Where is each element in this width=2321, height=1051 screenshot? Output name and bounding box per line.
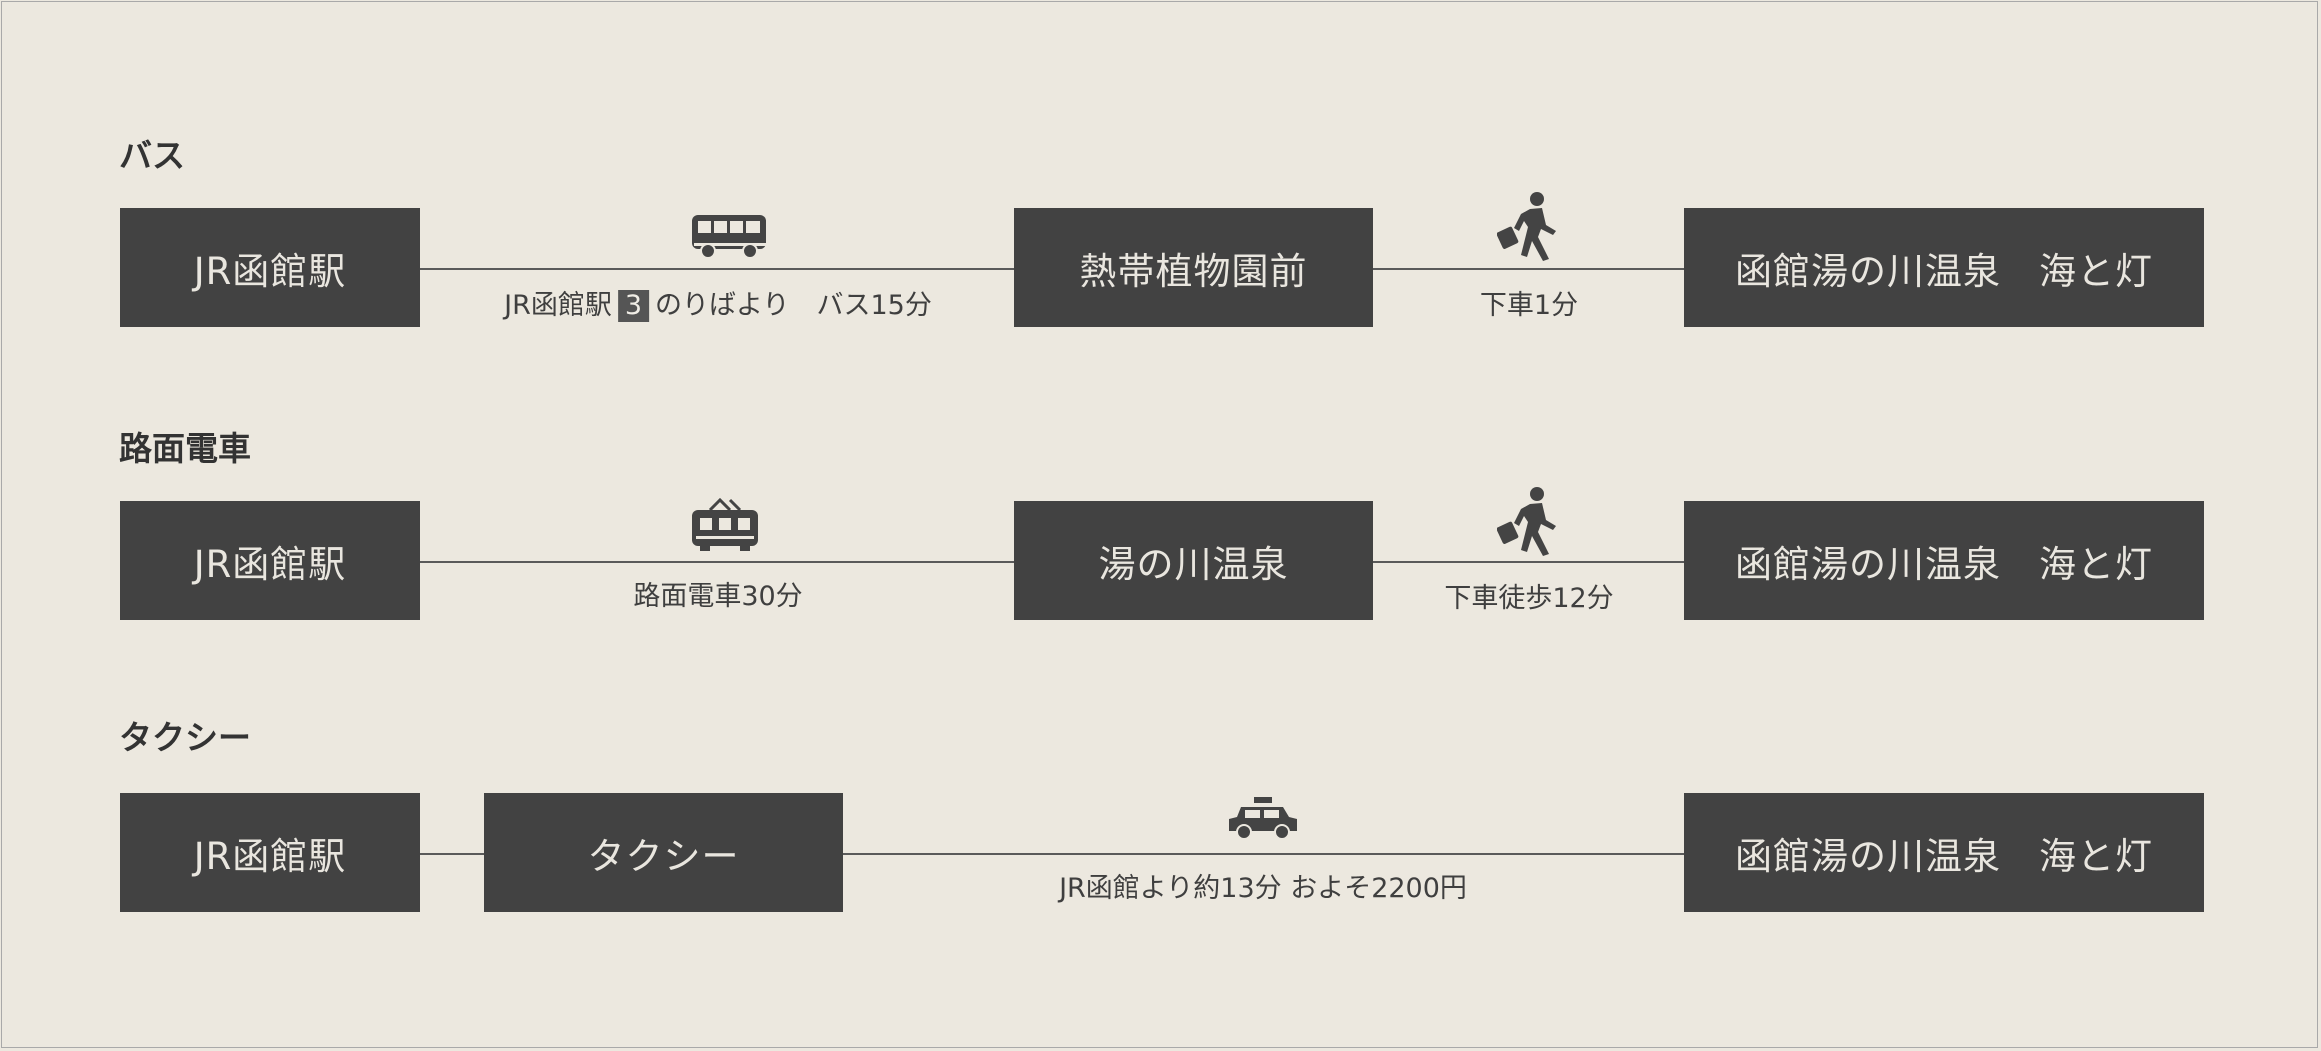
connector-line (419, 853, 485, 855)
tram-icon (692, 497, 758, 551)
walking-with-luggage-icon (1497, 487, 1556, 556)
station-box: JR函館駅 (120, 208, 420, 327)
destination-box: 函館湯の川温泉 海と灯 (1684, 501, 2204, 620)
walking-with-luggage-icon (1497, 192, 1556, 261)
platform-number-badge: 3 (617, 290, 650, 322)
station-box: JR函館駅 (120, 501, 420, 620)
destination-box: 函館湯の川温泉 海と灯 (1684, 208, 2204, 327)
section-heading-tram: 路面電車 (119, 429, 251, 468)
route-detail-label: 路面電車30分 (633, 581, 803, 612)
station-box: 熱帯植物園前 (1014, 208, 1373, 327)
bus-icon (692, 215, 766, 259)
connector-line (843, 853, 1684, 855)
connector-line (419, 268, 1016, 270)
connector-line (1373, 561, 1684, 563)
connector-line (419, 561, 1016, 563)
route-detail-label: 下車徒歩12分 (1444, 583, 1614, 614)
transport-box: タクシー (484, 793, 843, 912)
section-heading-taxi: タクシー (119, 718, 251, 757)
connector-line (1373, 268, 1684, 270)
destination-box: 函館湯の川温泉 海と灯 (1684, 793, 2204, 912)
station-box: JR函館駅 (120, 793, 420, 912)
route-detail-label: JR函館より約13分 およそ2200円 (1059, 873, 1467, 904)
taxi-icon (1229, 797, 1297, 840)
route-detail-label: 下車1分 (1479, 290, 1579, 321)
section-heading-bus: バス (119, 136, 185, 175)
station-box: 湯の川温泉 (1014, 501, 1373, 620)
